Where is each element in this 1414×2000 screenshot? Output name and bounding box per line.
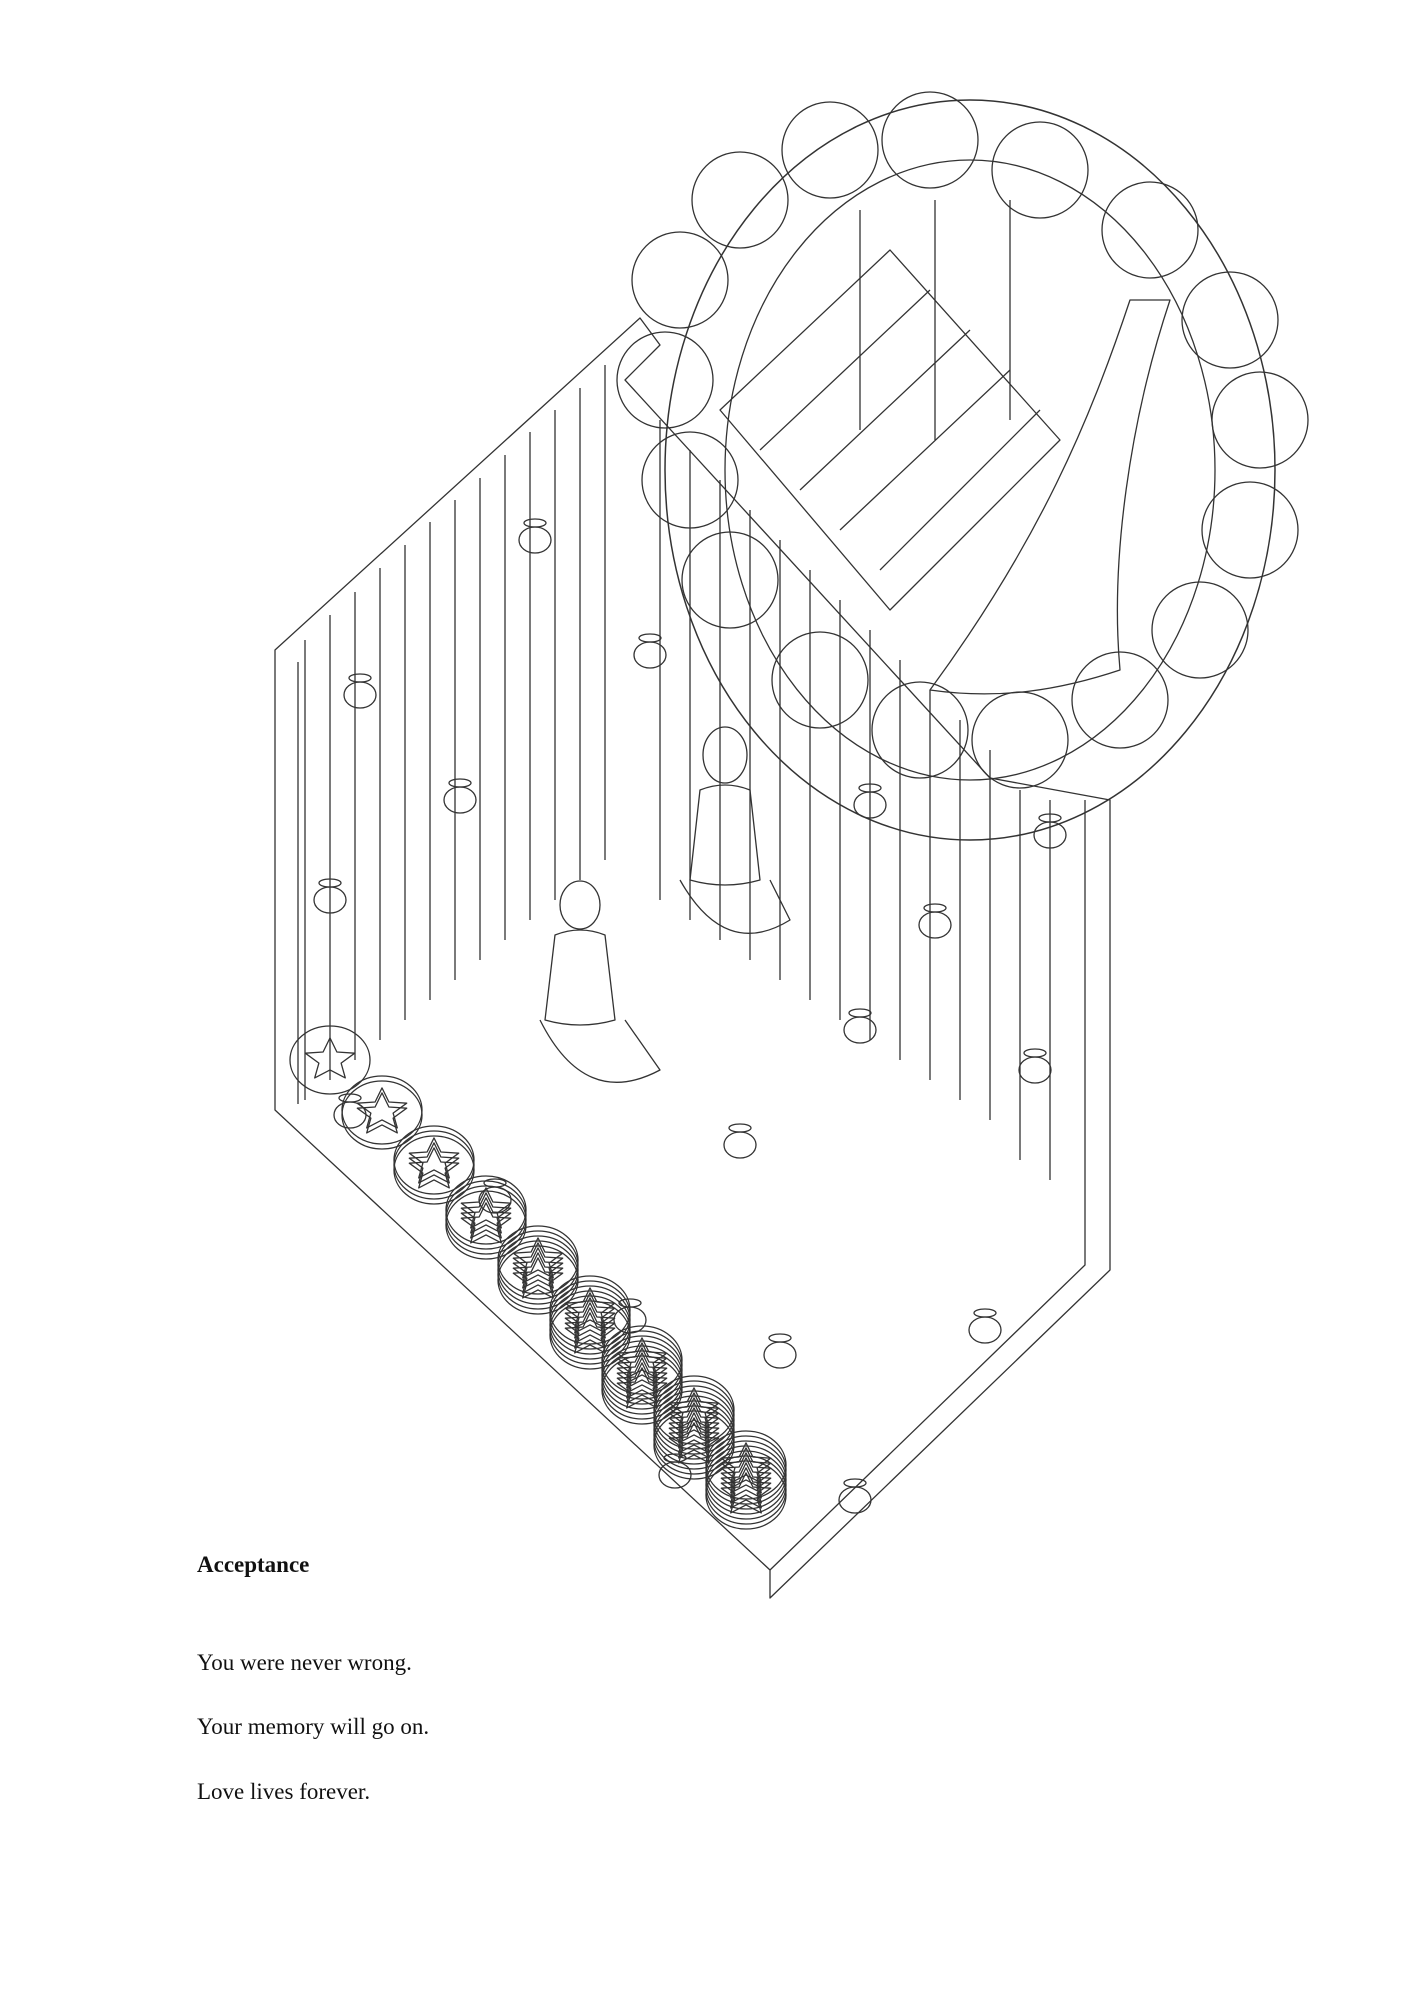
star [512,1237,564,1279]
cushion [341,1075,423,1145]
star [512,1247,564,1289]
rose-wreath [616,91,1309,841]
angel-face [613,1298,647,1334]
star [668,1402,720,1444]
cushion [549,1300,631,1370]
angel-face [838,1478,872,1514]
cushion [601,1355,683,1425]
room-outline [274,317,1111,1599]
cushion [705,1460,787,1530]
angel-face [918,903,952,939]
text-line-3: Love lives forever. [197,1779,371,1804]
angel-face [478,1178,512,1214]
star [356,1087,408,1129]
angel-face [518,518,552,554]
star [408,1142,460,1184]
star [720,1447,772,1489]
star [460,1202,512,1244]
star [720,1452,772,1494]
star [564,1312,616,1354]
gown [929,299,1171,695]
cushion [393,1130,475,1200]
star [564,1297,616,1339]
star [564,1307,616,1349]
cushion [653,1410,735,1480]
page-title: Acceptance [197,1552,310,1577]
star [408,1147,460,1189]
star [616,1337,668,1379]
angel-face [443,778,477,814]
angel-face [333,1093,367,1129]
star [564,1292,616,1334]
star [460,1197,512,1239]
star [668,1417,720,1459]
angel-face [1018,1048,1052,1084]
angel-face [723,1123,757,1159]
star [668,1392,720,1434]
angel-face [343,673,377,709]
star [512,1257,564,1299]
cushion [341,1080,423,1150]
star [668,1387,720,1429]
star [616,1357,668,1399]
star [668,1422,720,1464]
angel-face [658,1453,692,1489]
star [720,1467,772,1509]
angel-face [633,633,667,669]
star-cushions [289,1025,787,1530]
left-wall-planks [304,365,1051,1180]
inner-room-floor [719,200,1061,611]
star [512,1252,564,1294]
angel-face [843,1008,877,1044]
text-line-1: You were never wrong. [197,1650,412,1675]
star [616,1367,668,1409]
star [668,1412,720,1454]
star [564,1287,616,1329]
star [720,1457,772,1499]
cushion [393,1135,475,1205]
star [408,1137,460,1179]
star [512,1242,564,1284]
star [460,1187,512,1229]
cushion [445,1190,527,1260]
star [616,1342,668,1384]
angel-face [853,783,887,819]
star [304,1037,356,1079]
star [616,1362,668,1404]
star [668,1397,720,1439]
isometric-illustration [274,91,1309,1599]
angel-face [1033,813,1067,849]
star [356,1092,408,1134]
angel-face [763,1333,797,1369]
star [720,1462,772,1504]
angel-face [968,1308,1002,1344]
star [720,1442,772,1484]
star [460,1192,512,1234]
star [720,1472,772,1514]
star [564,1302,616,1344]
angel-face [313,878,347,914]
star [616,1352,668,1394]
cushion [497,1245,579,1315]
text-line-2: Your memory will go on. [197,1714,430,1739]
figures [539,726,791,1083]
star [616,1347,668,1389]
star [668,1407,720,1449]
cushion [289,1025,371,1095]
angel-faces [313,518,1067,1514]
